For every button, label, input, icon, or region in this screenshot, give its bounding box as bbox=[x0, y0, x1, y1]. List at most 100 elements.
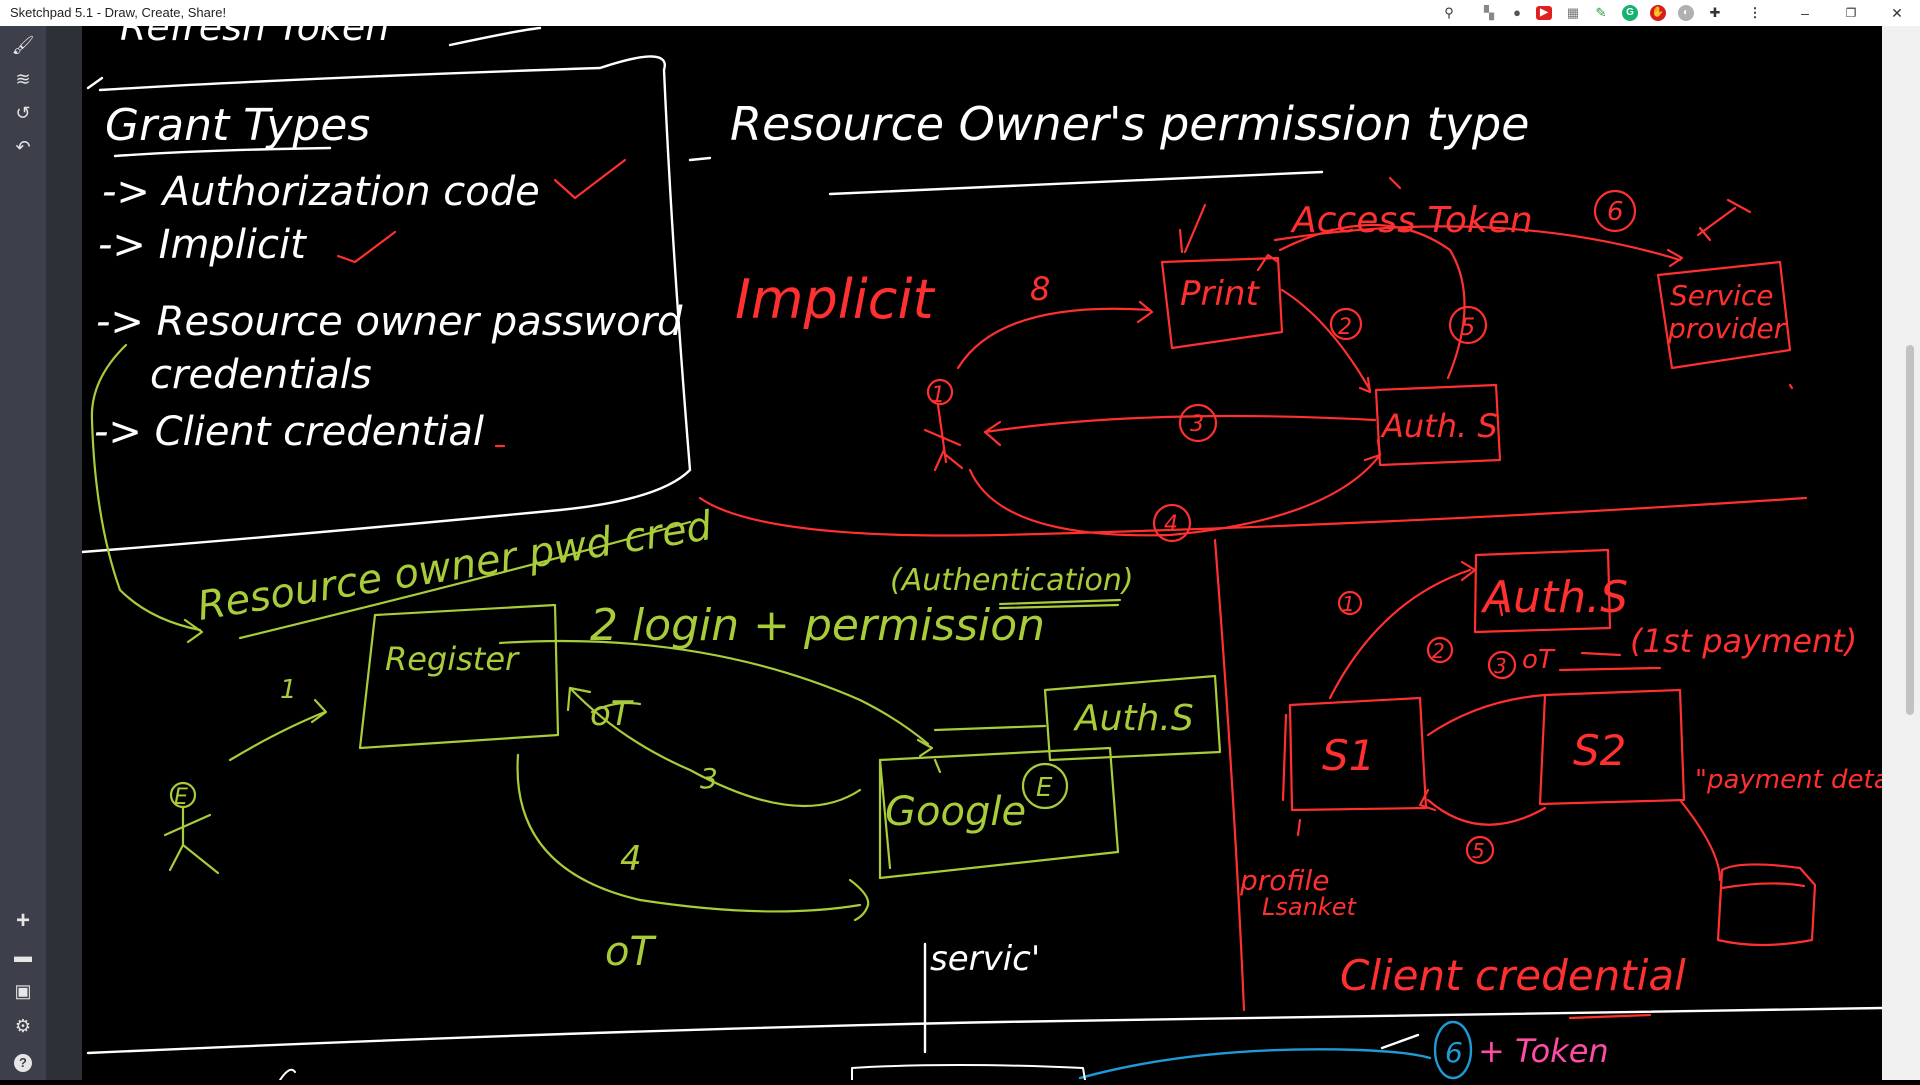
cc-step-1: 1 bbox=[1342, 592, 1355, 616]
ropc-step-3: 3 bbox=[700, 762, 718, 795]
user-step-label: 8 bbox=[1030, 270, 1050, 308]
grant-item-implicit: -> Implicit bbox=[98, 222, 307, 268]
sketch-svg: Refresh Token Grant Types -> Authorizati… bbox=[80, 5, 1920, 1081]
token-text: + Token bbox=[1478, 1032, 1609, 1070]
minimize-button[interactable]: – bbox=[1801, 5, 1809, 21]
google-box bbox=[878, 746, 1120, 880]
feather-icon[interactable]: ✎ bbox=[1595, 5, 1607, 20]
scrollbar-thumb[interactable] bbox=[1906, 345, 1914, 715]
database-box bbox=[1716, 863, 1817, 947]
grant-types-box bbox=[80, 55, 692, 554]
bottom-ink-text: 6 + Token bbox=[1445, 1032, 1609, 1070]
puzzle-icon[interactable]: ✚ bbox=[1709, 5, 1721, 20]
grant-types-heading: Grant Types bbox=[105, 100, 370, 151]
cc-step-2: 2 bbox=[1432, 639, 1445, 663]
implicit-auth-label: Auth. S bbox=[1380, 407, 1498, 445]
history-icon[interactable]: ↺ bbox=[15, 103, 31, 123]
implicit-title: Implicit bbox=[735, 268, 936, 331]
restore-button[interactable]: ❐ bbox=[1845, 6, 1857, 20]
grant-item-client: -> Client credential bbox=[94, 409, 484, 455]
save-icon[interactable]: ▣ bbox=[14, 981, 32, 1001]
toggle-icon[interactable]: ◐ bbox=[1678, 5, 1694, 21]
youtube-icon[interactable]: ▶ bbox=[1536, 6, 1552, 20]
layers-icon[interactable]: ≋ bbox=[15, 69, 31, 89]
grant-item-authorization: -> Authorization code bbox=[102, 169, 540, 215]
service-provider-line2: provider bbox=[1667, 312, 1787, 345]
tool-sidebar: 🖌 ≋ ↺ ↶ + ▬ ▣ ⚙ ? bbox=[0, 26, 46, 1080]
adblock-icon[interactable]: ✋ bbox=[1650, 5, 1666, 21]
print-box-label: Print bbox=[1180, 274, 1260, 314]
login-permission-label: 2 login + permission bbox=[590, 600, 1045, 651]
grant-item-credentials: credentials bbox=[150, 352, 372, 398]
red-step-circles bbox=[1152, 189, 1637, 865]
cc-step-3: 3 bbox=[1494, 654, 1507, 678]
user-name-label: Lsanket bbox=[1262, 893, 1357, 921]
service-provider-box bbox=[1656, 260, 1792, 370]
client-credential-title: Client credential bbox=[1340, 951, 1686, 1000]
more-icon[interactable]: ⋮ bbox=[1748, 5, 1762, 20]
ropc-auth-label: Auth.S bbox=[1073, 698, 1194, 739]
register-box bbox=[358, 603, 560, 750]
client-auth-label: Auth.S bbox=[1480, 572, 1628, 623]
green-ink-strokes bbox=[90, 343, 1222, 922]
step-5: 5 bbox=[1460, 313, 1475, 341]
bottom-box-stub bbox=[279, 1064, 1086, 1081]
search-icon[interactable]: ⚲ bbox=[1444, 5, 1454, 20]
canvas-margin bbox=[46, 26, 82, 1080]
step-1: 1 bbox=[931, 383, 945, 408]
white-ink-strokes bbox=[80, 26, 1884, 1055]
pin-icon[interactable]: ● bbox=[1513, 5, 1521, 20]
add-icon[interactable]: + bbox=[15, 907, 30, 934]
service-label: servic' bbox=[930, 939, 1040, 979]
s2-label: S2 bbox=[1573, 726, 1626, 775]
ropc-step-1: 1 bbox=[280, 675, 297, 705]
print-box bbox=[1160, 256, 1284, 350]
ropc-auth-box bbox=[1043, 674, 1222, 762]
first-payment-label: (1st payment) bbox=[1630, 622, 1857, 660]
blue-ink-strokes bbox=[1078, 1020, 1473, 1080]
ropc-user-label: E bbox=[174, 785, 188, 810]
google-badge: E bbox=[1036, 773, 1053, 803]
access-token-label: Access Token bbox=[1290, 200, 1533, 241]
red-ink-text: Implicit Access Token Print Auth. S Serv… bbox=[735, 197, 1920, 1000]
s1-label: S1 bbox=[1322, 731, 1375, 780]
implicit-divider bbox=[698, 496, 1808, 537]
screenshot-icon[interactable]: ▦ bbox=[1566, 5, 1580, 20]
step-6: 6 bbox=[1607, 197, 1624, 227]
scrollbar-track[interactable] bbox=[1882, 26, 1920, 1080]
ropc-token-symbol: oT bbox=[590, 694, 634, 734]
bottom-token-symbol: oT bbox=[605, 929, 657, 975]
client-auth-box bbox=[1473, 548, 1612, 634]
s2-box bbox=[1538, 688, 1686, 806]
google-label: Google bbox=[885, 789, 1026, 835]
extension-icon[interactable]: ▚ bbox=[1484, 5, 1494, 20]
permission-underline bbox=[828, 170, 1324, 196]
cc-step-5: 5 bbox=[1472, 839, 1485, 863]
step-4: 4 bbox=[1164, 512, 1178, 537]
ropc-underline bbox=[238, 520, 692, 640]
undo-icon[interactable]: ↶ bbox=[15, 137, 31, 157]
window-title: Sketchpad 5.1 - Draw, Create, Share! bbox=[10, 5, 227, 20]
bottom-divider bbox=[86, 1006, 1884, 1055]
step-3: 3 bbox=[1190, 412, 1204, 437]
grant-item-resource-owner: -> Resource owner password bbox=[96, 299, 683, 345]
tools-icon[interactable]: 🖌 bbox=[11, 35, 35, 55]
payment-details-label: "payment details" bbox=[1695, 765, 1882, 795]
window-titlebar: Sketchpad 5.1 - Draw, Create, Share! ⚲ ▚… bbox=[0, 0, 1920, 27]
folder-icon[interactable]: ▬ bbox=[14, 946, 32, 966]
ropc-step-4: 4 bbox=[620, 839, 642, 879]
token-badge: 6 bbox=[1445, 1036, 1463, 1069]
red-ink-strokes bbox=[336, 158, 1817, 1020]
profile-label: profile bbox=[1239, 864, 1330, 897]
step-2: 2 bbox=[1338, 315, 1352, 340]
drawing-canvas[interactable]: Refresh Token Grant Types -> Authorizati… bbox=[80, 5, 1920, 1081]
help-icon[interactable]: ? bbox=[0, 1046, 46, 1076]
cc-token-symbol: oT bbox=[1522, 645, 1556, 675]
service-provider-line1: Service bbox=[1670, 279, 1773, 312]
authentication-label: (Authentication) bbox=[890, 563, 1134, 598]
grammarly-icon[interactable]: G bbox=[1622, 5, 1638, 21]
green-ink-text: Resource owner pwd cred Register 2 login… bbox=[174, 503, 1194, 975]
refresh-token-partial: Refresh Token bbox=[120, 26, 389, 49]
close-button[interactable]: ✕ bbox=[1891, 5, 1903, 21]
settings-icon[interactable]: ⚙ bbox=[14, 1016, 32, 1036]
